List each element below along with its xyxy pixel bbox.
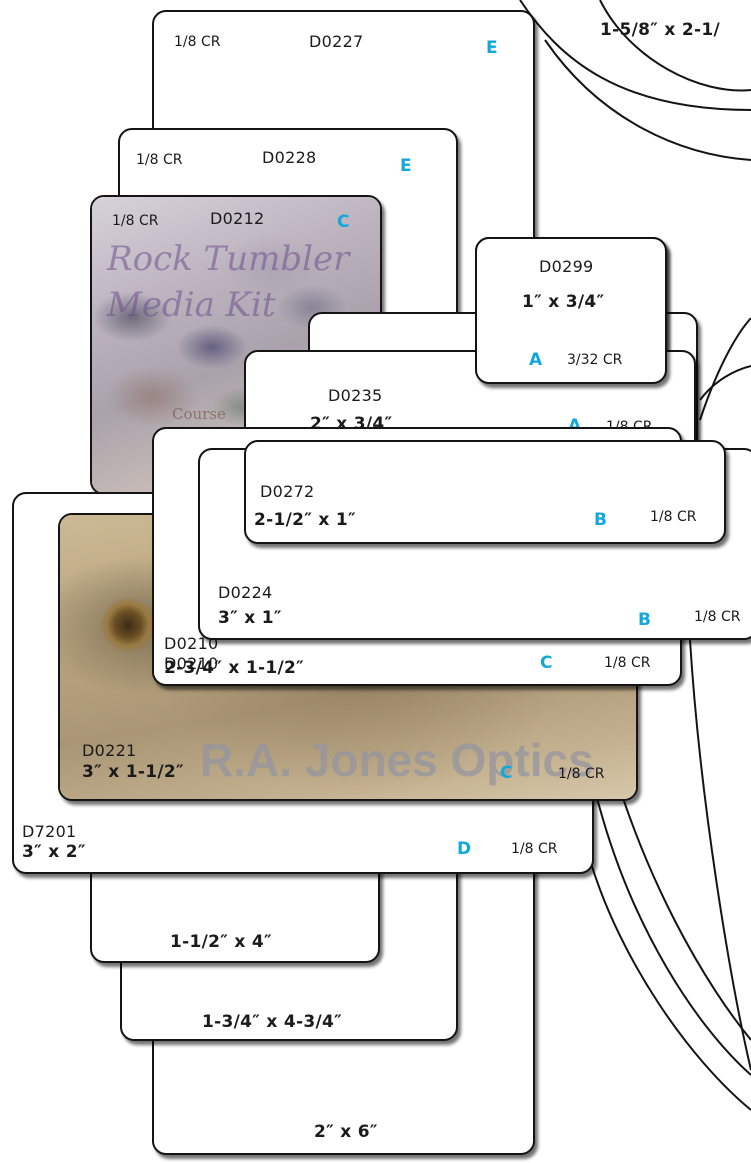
card-code: D0299 xyxy=(539,257,594,276)
card-code: D0227 xyxy=(309,32,364,51)
card-code: D7201 xyxy=(22,822,77,841)
card-grade: B xyxy=(638,610,651,630)
card-grade: C xyxy=(500,763,513,783)
card-code: D0210 xyxy=(164,654,219,673)
top-right-dimension: 1-5/8″ x 2-1/ xyxy=(600,20,720,40)
photo-title: Rock Tumbler Media Kit xyxy=(107,239,350,325)
card-code: D0221 xyxy=(82,741,137,760)
card-code: D0235 xyxy=(328,386,383,405)
card-dimension: 1″ x 3/4″ xyxy=(522,292,605,312)
card-corner-radius: 1/8 CR xyxy=(174,34,221,50)
card-code: D0224 xyxy=(218,583,273,602)
card-grade: B xyxy=(594,510,607,530)
card-grade: A xyxy=(529,350,543,370)
card-corner-radius: 1/8 CR xyxy=(136,152,183,168)
card-dimension: 2-1/2″ x 1″ xyxy=(254,510,356,530)
card-corner-radius: 1/8 CR xyxy=(604,655,651,671)
card-code: D0272 xyxy=(260,482,315,501)
card-dimension: 2″ x 6″ xyxy=(314,1122,378,1142)
card-corner-radius: 1/8 CR xyxy=(694,609,741,625)
d0210-dimension: 2-3/4″ x 1-1/2″ xyxy=(164,658,304,678)
card-corner-radius: 1/8 CR xyxy=(112,213,159,229)
card-grade: C xyxy=(337,212,350,232)
card-corner-radius: 1/8 CR xyxy=(558,766,605,782)
card-corner-radius: 1/8 CR xyxy=(511,841,558,857)
card-dimension: 3″ x 2″ xyxy=(22,842,86,862)
card-d0299-front[interactable]: D0299 1″ x 3/4″ A 3/32 CR xyxy=(475,237,667,384)
card-dimension: 3″ x 1-1/2″ xyxy=(82,762,184,782)
photo-subtitle: Course xyxy=(172,405,226,423)
card-d0272[interactable]: D0272 2-1/2″ x 1″ B 1/8 CR xyxy=(244,440,726,544)
card-corner-radius: 3/32 CR xyxy=(567,352,623,368)
card-code: D0228 xyxy=(262,148,317,167)
card-dimension: 1-3/4″ x 4-3/4″ xyxy=(202,1012,342,1032)
d0210-code: D0210 xyxy=(164,634,219,653)
card-grade: C xyxy=(540,653,553,673)
card-grade: D xyxy=(457,839,472,859)
photo-watermark: R.A. Jones Optics xyxy=(200,734,594,786)
card-code: D0212 xyxy=(210,209,265,228)
card-grade: E xyxy=(486,38,498,58)
card-corner-radius: 1/8 CR xyxy=(650,509,697,525)
card-grade: E xyxy=(400,156,412,176)
card-dimension: 1-1/2″ x 4″ xyxy=(170,932,272,952)
card-dimension: 3″ x 1″ xyxy=(218,608,282,628)
